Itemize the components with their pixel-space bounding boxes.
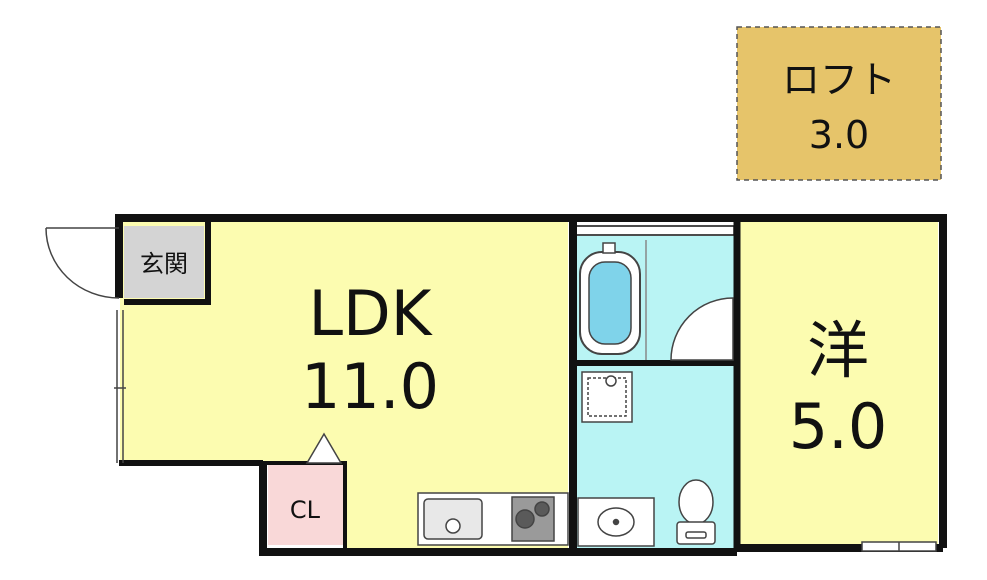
ldk-area (120, 222, 568, 548)
left-window (114, 310, 126, 463)
closet-area (268, 465, 344, 545)
vanity-sink (577, 497, 655, 547)
bathtub (579, 242, 641, 355)
washing-machine-pan (581, 371, 633, 423)
loft-area (736, 26, 942, 181)
loft-size: 3.0 (809, 113, 869, 157)
toilet (676, 479, 716, 545)
western-room-size: 5.0 (789, 390, 888, 463)
bathroom-door (670, 297, 734, 361)
entrance-door (45, 227, 120, 299)
top-strip (573, 225, 735, 236)
western-room-area (738, 222, 938, 548)
closet-door-marker (305, 432, 343, 464)
closet-label: CL (290, 496, 321, 524)
entrance-area (124, 226, 204, 298)
entrance-label: 玄関 (140, 250, 188, 278)
kitchen-counter (417, 492, 569, 546)
right-window (861, 541, 937, 552)
loft-name: ロフト (782, 58, 896, 102)
western-room-name: 洋 (807, 314, 869, 387)
ldk-name: LDK (309, 277, 433, 350)
ldk-size: 11.0 (301, 350, 439, 423)
